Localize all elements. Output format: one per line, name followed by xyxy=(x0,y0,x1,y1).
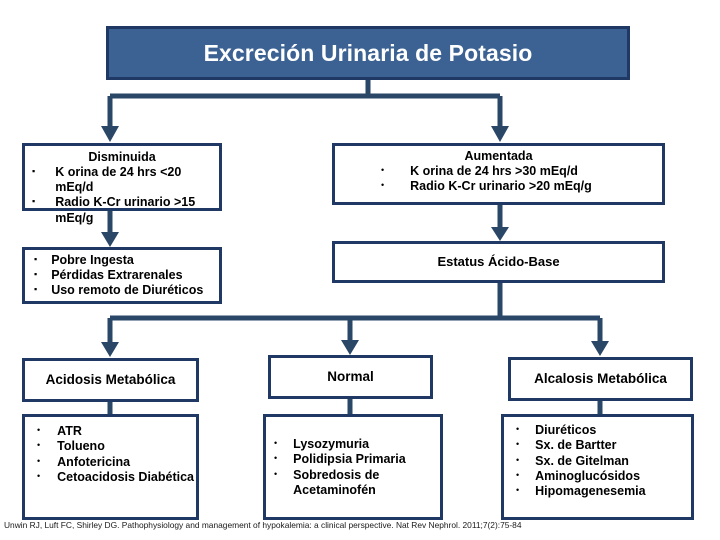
criteria-text: Radio K-Cr urinario >15 mEq/g xyxy=(55,195,196,225)
acidosis-causes-list: • ATR • Tolueno • Anfotericina • Cetoaci… xyxy=(25,424,196,485)
cause-text: Diuréticos xyxy=(535,423,597,437)
arrow-to-causas xyxy=(101,232,119,247)
bullet-marker-icon: • xyxy=(37,440,41,451)
bullet-marker-icon: • xyxy=(274,453,278,464)
aumentada-criteria-list: • K orina de 24 hrs >30 mEq/d • Radio K-… xyxy=(335,164,662,195)
disminuida-heading: Disminuida xyxy=(88,150,156,164)
bullet-marker-icon: ▪ xyxy=(32,165,36,176)
list-item: • Polidipsia Primaria xyxy=(266,452,440,467)
bullet-marker-icon: ▪ xyxy=(34,268,38,279)
citation-text: Unwin RJ, Luft FC, Shirley DG. Pathophys… xyxy=(4,521,522,530)
cause-text: Sobredosis de Acetaminofén xyxy=(293,467,380,497)
acidosis-label: Acidosis Metabólica xyxy=(45,372,176,388)
box-aumentada: Aumentada • K orina de 24 hrs >30 mEq/d … xyxy=(332,143,665,205)
bullet-marker-icon: • xyxy=(37,425,41,435)
bullet-marker-icon: • xyxy=(516,485,520,495)
chart-title-text: Excreción Urinaria de Potasio xyxy=(203,39,533,66)
list-item: ▪ Pérdidas Extrarenales xyxy=(25,268,219,283)
bullet-marker-icon: • xyxy=(516,469,520,480)
cause-text: Polidipsia Primaria xyxy=(293,452,406,467)
list-item: ▪ K orina de 24 hrs <20 mEq/d xyxy=(25,165,219,196)
list-item: ▪ Radio K-Cr urinario >15 mEq/g xyxy=(25,195,219,226)
list-item: • Radio K-Cr urinario >20 mEq/g xyxy=(335,179,662,194)
box-normal: Normal xyxy=(268,355,433,399)
cause-text: Lysozymuria xyxy=(293,437,370,451)
normal-causes-list: • Lysozymuria • Polidipsia Primaria • So… xyxy=(266,437,440,498)
list-item: • Hipomagenesemia xyxy=(504,484,691,499)
box-normal-causes: • Lysozymuria • Polidipsia Primaria • So… xyxy=(263,414,443,520)
cause-text: Uso remoto de Diuréticos xyxy=(51,283,204,298)
criteria-text: Radio K-Cr urinario >20 mEq/g xyxy=(410,179,592,193)
arrow-to-aumentada xyxy=(491,126,509,142)
alcalosis-label: Alcalosis Metabólica xyxy=(534,371,667,387)
bullet-marker-icon: ▪ xyxy=(34,253,38,264)
cause-text: ATR xyxy=(57,424,82,438)
list-item: • Sobredosis de Acetaminofén xyxy=(266,468,440,499)
bullet-marker-icon: • xyxy=(37,455,41,466)
normal-label: Normal xyxy=(327,369,374,385)
list-item: ▪ Uso remoto de Diuréticos xyxy=(25,283,219,298)
bullet-marker-icon: • xyxy=(274,438,278,448)
list-item: • ATR xyxy=(25,424,196,439)
bullet-marker-icon: ▪ xyxy=(32,196,36,207)
disminuida-criteria-list: ▪ K orina de 24 hrs <20 mEq/d ▪ Radio K-… xyxy=(25,165,219,226)
list-item: • Sx. de Bartter xyxy=(504,438,691,453)
arrow-to-estatus xyxy=(491,227,509,241)
box-disminuida: Disminuida ▪ K orina de 24 hrs <20 mEq/d… xyxy=(22,143,222,225)
alcalosis-causes-list: • Diuréticos • Sx. de Bartter • Sx. de G… xyxy=(504,423,691,499)
estatus-heading: Estatus Ácido-Base xyxy=(437,254,560,270)
list-item: • Aminoglucósidos xyxy=(504,469,691,484)
box-causas-disminuida: ▪ Pobre Ingesta ▪ Pérdidas Extrarenales … xyxy=(22,247,222,304)
cause-text: Pobre Ingesta xyxy=(51,252,134,267)
chart-title-banner: Excreción Urinaria de Potasio xyxy=(106,26,630,80)
box-estatus-acido-base: Estatus Ácido-Base xyxy=(332,241,665,283)
causas-list: ▪ Pobre Ingesta ▪ Pérdidas Extrarenales … xyxy=(25,253,219,299)
list-item: • Tolueno xyxy=(25,439,196,454)
box-acidosis-causes: • ATR • Tolueno • Anfotericina • Cetoaci… xyxy=(22,414,199,520)
bullet-marker-icon: • xyxy=(37,470,41,481)
bullet-marker-icon: • xyxy=(381,164,385,175)
criteria-text: K orina de 24 hrs <20 mEq/d xyxy=(55,164,182,194)
box-alcalosis-causes: • Diuréticos • Sx. de Bartter • Sx. de G… xyxy=(501,414,694,520)
cause-text: Sx. de Bartter xyxy=(535,438,617,453)
bullet-marker-icon: • xyxy=(516,439,520,450)
list-item: • Anfotericina xyxy=(25,455,196,470)
list-item: • Lysozymuria xyxy=(266,437,440,452)
cause-text: Pérdidas Extrarenales xyxy=(51,267,183,282)
cause-text: Anfotericina xyxy=(57,454,131,469)
bullet-marker-icon: ▪ xyxy=(34,284,38,295)
list-item: • Sx. de Gitelman xyxy=(504,454,691,469)
cause-text: Hipomagenesemia xyxy=(535,484,646,498)
list-item: • Diuréticos xyxy=(504,423,691,438)
list-item: ▪ Pobre Ingesta xyxy=(25,253,219,268)
cause-text: Aminoglucósidos xyxy=(535,468,641,483)
bullet-marker-icon: • xyxy=(274,468,278,479)
box-alcalosis-metabolica: Alcalosis Metabólica xyxy=(508,357,693,401)
bullet-marker-icon: • xyxy=(381,180,385,190)
bullet-marker-icon: • xyxy=(516,424,520,434)
arrow-to-disminuida xyxy=(101,126,119,142)
arrow-to-alcalosis xyxy=(591,341,609,356)
cause-text: Tolueno xyxy=(57,439,105,454)
list-item: • K orina de 24 hrs >30 mEq/d xyxy=(335,164,662,179)
cause-text: Sx. de Gitelman xyxy=(535,453,629,468)
arrow-to-normal xyxy=(341,340,359,355)
bullet-marker-icon: • xyxy=(516,454,520,465)
box-acidosis-metabolica: Acidosis Metabólica xyxy=(22,358,199,402)
arrow-to-acidosis xyxy=(101,342,119,357)
aumentada-heading: Aumentada xyxy=(464,149,533,163)
criteria-text: K orina de 24 hrs >30 mEq/d xyxy=(410,163,578,178)
list-item: • Cetoacidosis Diabética xyxy=(25,470,196,485)
cause-text: Cetoacidosis Diabética xyxy=(57,469,195,484)
